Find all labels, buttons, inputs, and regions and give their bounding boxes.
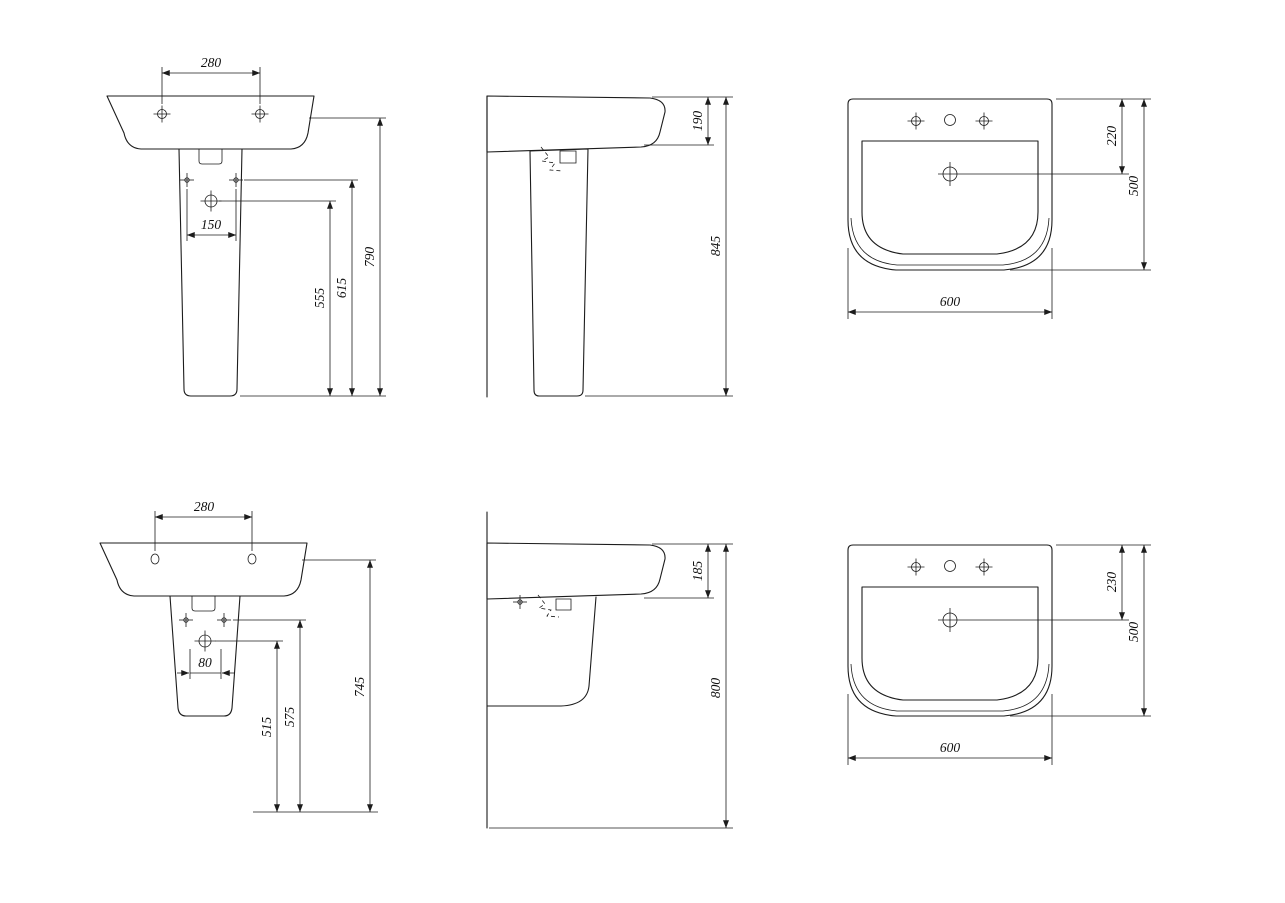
dim-heights-semi: 515 575 745	[215, 559, 378, 813]
dim-plan-pedestal: 220 500 600	[847, 98, 1151, 319]
dim-label-overall-height: 845	[708, 236, 723, 257]
dim-connection-span-semi: 80	[177, 649, 234, 679]
center-hole-icon	[944, 114, 956, 126]
dim-label-rim-height: 745	[352, 677, 367, 698]
dim-label-width: 600	[940, 740, 961, 755]
semi-pedestal-outline	[169, 595, 241, 717]
view-front-pedestal: 280 150 555 615 790	[106, 55, 386, 397]
dim-label-tap-to-back: 230	[1104, 572, 1119, 593]
basin-side-outline	[486, 542, 666, 600]
dim-label-overall-height: 800	[708, 678, 723, 699]
view-side-semi-pedestal: 185 800	[486, 511, 733, 829]
dim-label-connection-height: 575	[282, 707, 297, 728]
tap-hole-icon	[247, 553, 257, 565]
dim-label-width: 600	[940, 294, 961, 309]
semi-pedestal-side-outline	[486, 596, 597, 707]
bracket-detail	[537, 594, 560, 618]
dim-tap-spacing: 280	[161, 55, 261, 104]
dim-label-basin-front-height: 190	[690, 111, 705, 132]
dim-connection-span: 150	[186, 189, 237, 241]
view-side-pedestal: 190 845	[486, 95, 733, 398]
dim-label-basin-front-height: 185	[690, 561, 705, 582]
basin-side-outline	[486, 95, 666, 153]
tap-hole-icon	[150, 553, 160, 565]
dim-heights-side: 190 845	[585, 96, 733, 397]
dim-plan-semi: 230 500 600	[847, 544, 1151, 765]
bracket-plate	[555, 598, 572, 611]
dim-heights-pedestal: 555 615 790	[219, 117, 386, 397]
dim-label-depth: 500	[1126, 176, 1141, 197]
dim-label-rim-height: 790	[362, 247, 377, 268]
dim-label-tap-spacing: 280	[194, 499, 215, 514]
bracket-detail	[540, 146, 564, 172]
dim-tap-spacing-semi: 280	[154, 499, 253, 551]
dim-label-depth: 500	[1126, 622, 1141, 643]
dim-label-connection-span: 150	[201, 217, 222, 232]
dim-label-connection-span: 80	[198, 655, 212, 670]
dim-label-connection-height: 615	[334, 278, 349, 299]
bracket-plate	[559, 150, 577, 164]
dim-label-outlet-height: 555	[312, 288, 327, 309]
view-front-semi-pedestal: 280 80 515 575 745	[99, 499, 378, 813]
center-hole-icon	[944, 560, 956, 572]
view-plan-pedestal: 220 500 600	[847, 98, 1151, 319]
pedestal-side-outline	[529, 148, 589, 397]
dim-label-outlet-height: 515	[259, 717, 274, 738]
pedestal-outline	[178, 148, 243, 397]
view-plan-semi-pedestal: 230 500 600	[847, 544, 1151, 765]
dim-label-tap-to-back: 220	[1104, 126, 1119, 147]
dim-heights-side-semi: 185 800	[489, 543, 733, 829]
dim-label-tap-spacing: 280	[201, 55, 222, 70]
